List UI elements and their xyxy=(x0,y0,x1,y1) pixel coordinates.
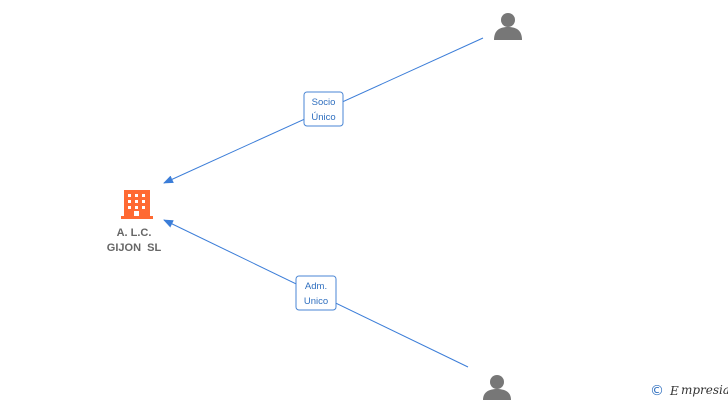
relation-label-line2: Único xyxy=(311,112,335,123)
company-node[interactable]: A. L.C. GIJON SL xyxy=(107,190,162,254)
relation-label-line1: Socio xyxy=(312,97,336,108)
empresia-watermark: © E mpresia xyxy=(650,383,728,399)
relation-label-line1: Adm. xyxy=(305,281,327,292)
company-name-line1: A. L.C. xyxy=(117,227,152,239)
company-name-line2: GIJON SL xyxy=(107,242,162,254)
building-icon xyxy=(121,190,153,219)
brand-name: mpresia xyxy=(681,383,728,397)
person-node-top[interactable] xyxy=(494,13,522,40)
brand-initial: E xyxy=(669,384,679,398)
relation-label-adm-unico[interactable]: Adm. Unico xyxy=(295,275,337,311)
person-icon xyxy=(494,13,522,40)
relation-label-line2: Unico xyxy=(304,296,328,307)
relation-label-socio-unico[interactable]: Socio Único xyxy=(303,91,344,127)
copyright-symbol: © xyxy=(650,383,664,399)
person-node-bottom[interactable] xyxy=(483,375,511,400)
person-icon xyxy=(483,375,511,400)
